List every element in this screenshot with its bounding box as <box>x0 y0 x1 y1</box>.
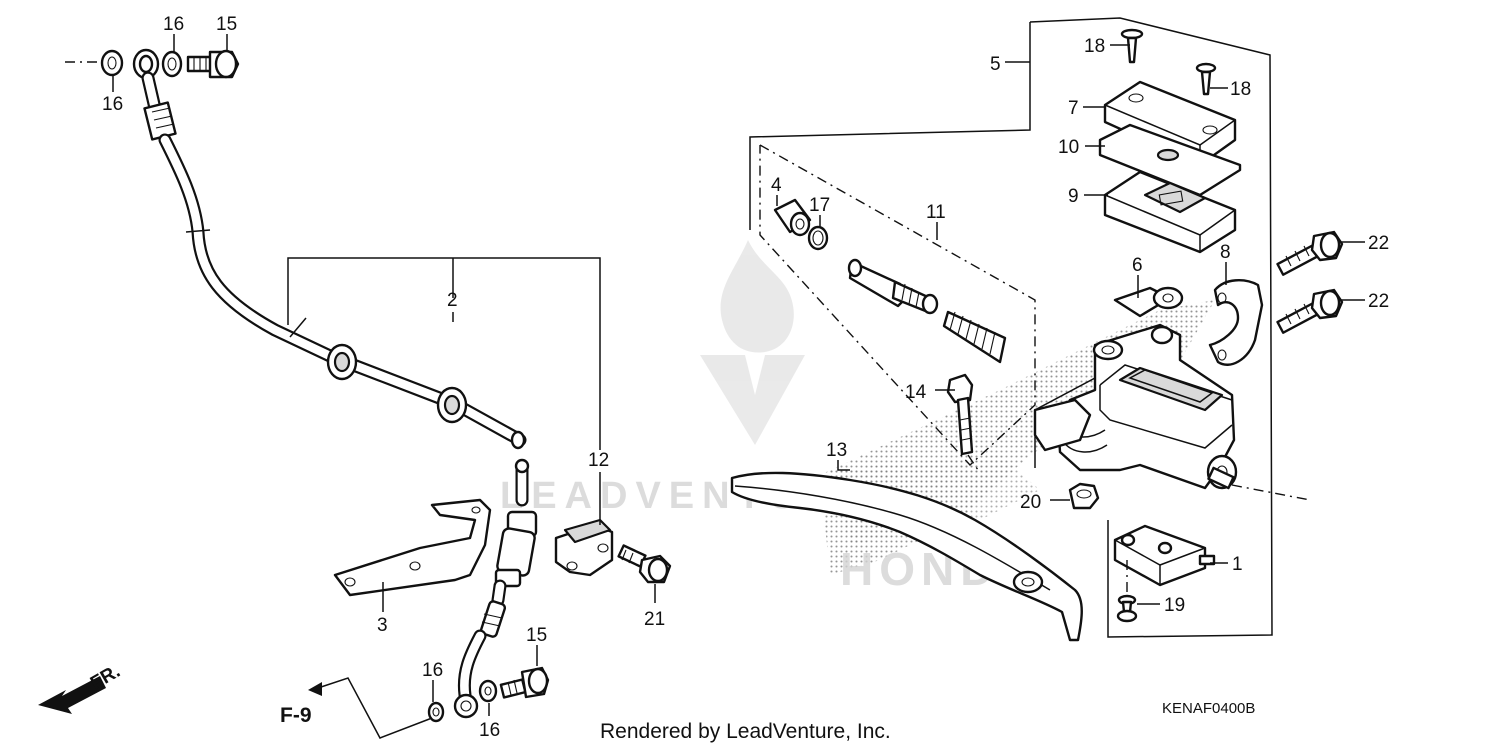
watermark-logo <box>700 240 805 445</box>
callout-16-upper-left: 16 <box>102 94 123 115</box>
leader-line <box>1231 484 1311 501</box>
callout-14: 14 <box>905 382 927 403</box>
master-cylinder-body <box>1056 323 1238 490</box>
piston <box>847 258 939 315</box>
assembly-outline <box>1029 17 1273 638</box>
callout-18-top: 18 <box>1084 36 1105 57</box>
leader-line <box>967 454 979 471</box>
callout-6: 6 <box>1132 255 1143 276</box>
callout-16-upper-right: 16 <box>163 14 184 35</box>
callout-16-lower-left: 16 <box>422 660 443 681</box>
callout-16-lower-right: 16 <box>479 720 500 741</box>
upper-banjo-bolt <box>161 49 240 79</box>
holder-bolt-lower <box>1276 288 1344 334</box>
brake-hose <box>65 48 538 719</box>
bracket-hole <box>471 506 481 514</box>
callout-13: 13 <box>826 440 847 461</box>
footer-credit: Rendered by LeadVenture, Inc. <box>600 720 891 743</box>
handlebar-holder <box>1208 279 1264 366</box>
callout-5: 5 <box>990 54 1001 75</box>
reference-label: F-9 <box>280 704 312 727</box>
clamp-bolt <box>617 544 672 584</box>
piston-set-box <box>759 144 1036 466</box>
assembly-outline <box>749 22 1031 230</box>
brake-lever <box>730 398 1092 642</box>
pivot-nut <box>1068 482 1100 510</box>
circlip <box>807 225 829 251</box>
lower-banjo-bolt <box>427 666 550 723</box>
hose-bracket <box>333 498 492 597</box>
callout-10: 10 <box>1058 137 1079 158</box>
callout-8: 8 <box>1220 242 1231 263</box>
callout-11: 11 <box>926 202 946 223</box>
callout-20: 20 <box>1020 492 1041 513</box>
reference-arrow <box>308 682 322 696</box>
callout-22-lower: 22 <box>1368 291 1389 312</box>
callout-15-upper: 15 <box>216 14 237 35</box>
piston-spring <box>942 310 1007 364</box>
callout-21: 21 <box>644 609 665 630</box>
callout-15-lower: 15 <box>526 625 547 646</box>
reference-line <box>317 677 433 739</box>
reservoir-cap <box>1103 80 1237 167</box>
leader-lines <box>112 34 1365 716</box>
callout-9: 9 <box>1068 186 1079 207</box>
diaphragm <box>1103 170 1237 254</box>
callout-19: 19 <box>1164 595 1185 616</box>
switch-screw <box>1116 594 1138 623</box>
cap-screw <box>1195 62 1217 96</box>
hose-clamp <box>554 518 614 577</box>
callout-12: 12 <box>588 450 609 471</box>
cap-screw <box>1120 28 1144 64</box>
callout-labels: 1 2 3 4 5 6 7 8 9 10 11 12 13 14 15 15 1… <box>102 14 1389 741</box>
callout-3: 3 <box>377 615 388 636</box>
piston-cup <box>773 198 812 237</box>
cap-plate <box>1098 123 1242 197</box>
callout-22-upper: 22 <box>1368 233 1389 254</box>
bracket-hole <box>344 577 356 587</box>
front-arrow: FR. <box>38 661 124 714</box>
callout-2: 2 <box>447 290 458 311</box>
callout-17: 17 <box>809 195 830 216</box>
diagram-code: KENAF0400B <box>1162 700 1255 717</box>
callout-7: 7 <box>1068 98 1079 119</box>
brake-switch <box>1113 524 1216 587</box>
callout-18-right: 18 <box>1230 79 1251 100</box>
pivot-bolt <box>946 373 974 456</box>
callout-1: 1 <box>1232 554 1243 575</box>
callout-4: 4 <box>771 175 782 196</box>
holder-bolt-upper <box>1276 230 1344 276</box>
bracket-hole <box>409 561 421 571</box>
